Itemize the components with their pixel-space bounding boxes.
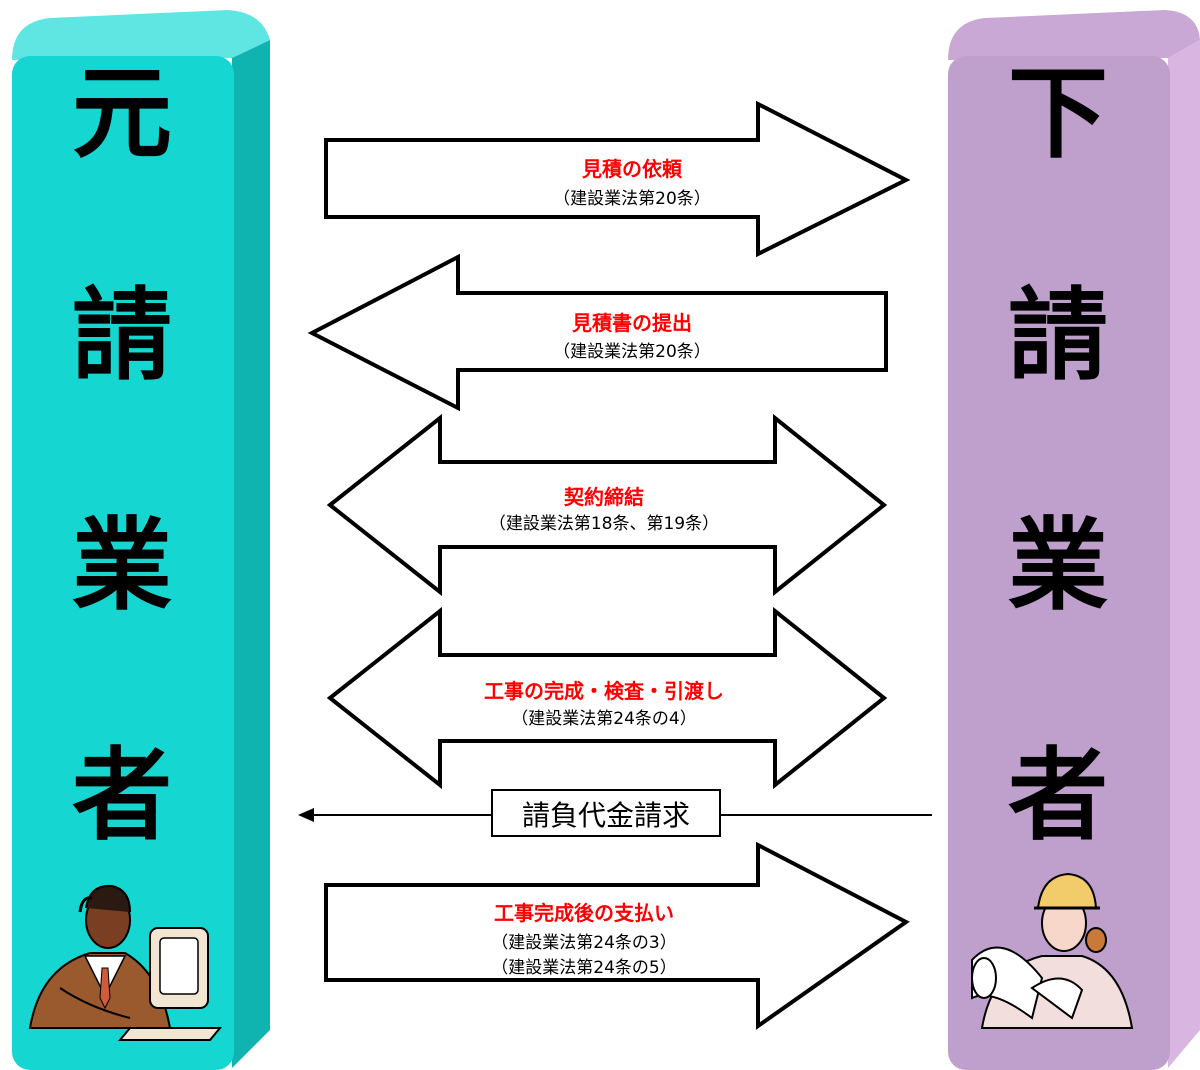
right-party-char: 請 [1008,277,1108,394]
arrow-completion [326,606,888,790]
arrow-estimate-request [324,100,911,258]
step-title-estimate-submission: 見積書の提出 [572,311,692,335]
right-pillar-front [948,56,1170,1070]
step-title-payment-request: 請負代金請求 [522,799,690,832]
arrow-payment-request [298,789,932,837]
left-pillar-top [12,10,270,60]
step-law-completion: （建設業法第24条の4） [511,709,696,729]
step-law-payment: （建設業法第24条の5） [491,958,676,978]
worker-icon [971,872,1134,1029]
step-title-estimate-request: 見積の依頼 [582,157,683,181]
right-party-char: 業 [1008,507,1108,624]
step-law-estimate-submission: （建設業法第20条） [553,342,711,362]
right-party-char: 下 [1008,55,1108,172]
step-title-completion: 工事の完成・検査・引渡し [484,679,724,703]
left-pillar-side [232,40,270,1068]
step-law-payment: （建設業法第24条の3） [491,933,676,953]
right-pillar-top [948,10,1200,60]
left-pillar-front [12,56,234,1070]
businessman-icon [28,884,223,1041]
arrow-payment [324,841,910,1030]
step-title-contract: 契約締結 [563,485,644,509]
left-party-char: 業 [72,507,172,624]
step-law-estimate-request: （建設業法第20条） [553,189,711,209]
arrow-contract [326,413,888,597]
left-party-char: 者 [72,737,172,854]
right-party-char: 者 [1008,737,1108,854]
payment-request-box [491,789,721,837]
right-pillar [948,10,1200,1070]
right-pillar-side [1168,40,1200,1068]
left-pillar [12,10,270,1070]
step-law-contract: （建設業法第18条、第19条） [489,514,719,534]
arrow-estimate-submission [307,253,888,412]
left-party-char: 元 [72,55,172,172]
left-party-char: 請 [72,277,172,394]
step-title-payment: 工事完成後の支払い [494,901,674,925]
